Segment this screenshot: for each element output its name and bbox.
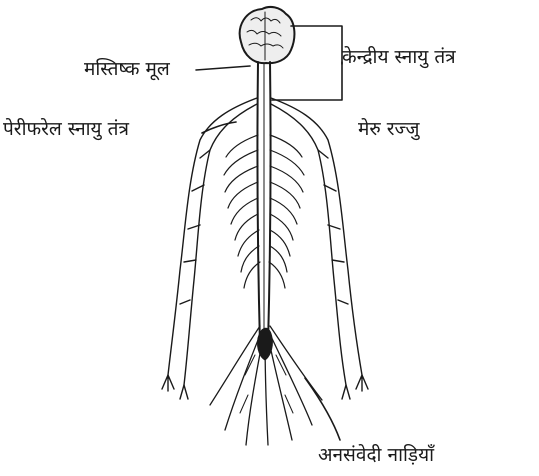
brain-drawing [240,7,295,63]
label-spinal-cord: मेरु रज्जु [358,120,420,139]
label-central-nervous-system: केन्द्रीय स्नायु तंत्र [342,48,456,67]
spinal-cord-drawing [257,62,270,350]
leader-lines [196,26,342,440]
label-peripheral-nervous-system: पेरीफरेल स्नायु तंत्र [3,120,129,139]
label-brainstem: मस्तिष्क मूल [84,60,170,79]
label-afferent-nerves: अनसंवेदी नाड़ियाँ [318,446,434,465]
